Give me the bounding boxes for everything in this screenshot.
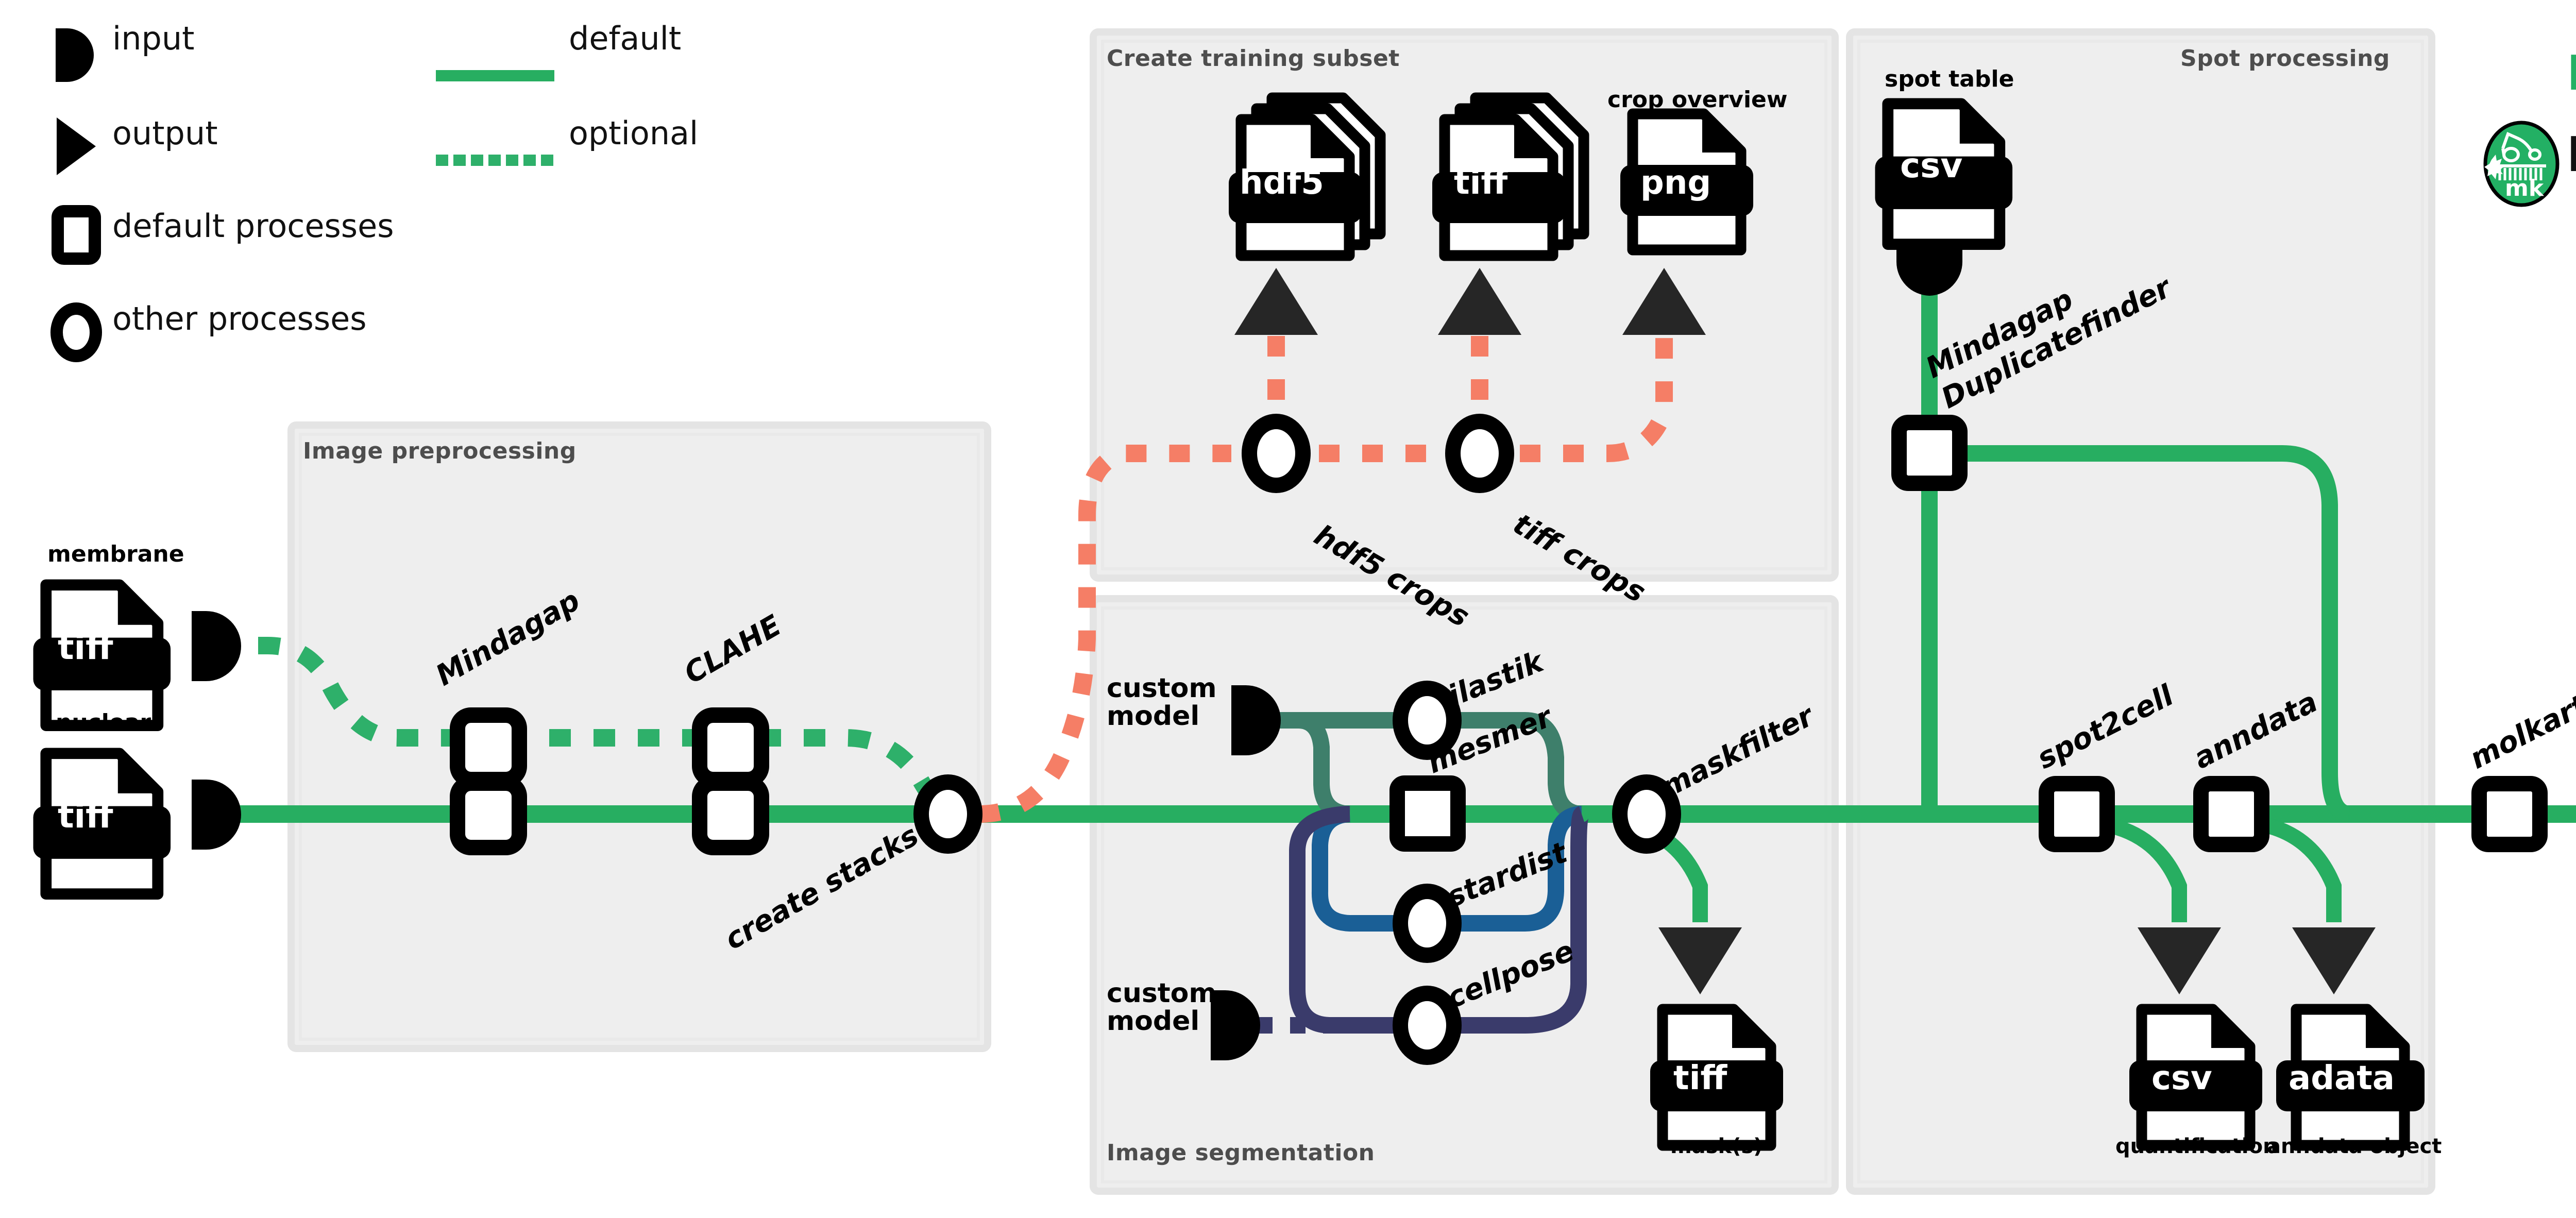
node-clahe[interactable] [692,707,769,855]
custom-model2-line1: custom [1107,978,1217,1009]
default-process-square-icon [52,205,101,265]
panel-title-image-segmentation: Image segmentation [1107,1140,1375,1166]
node-hdf5-crops[interactable] [1242,414,1311,493]
file-ext-spot-table: csv [1900,146,1963,185]
node-spot2cell[interactable] [2039,776,2115,852]
file-icon-quantification-csv [2129,1004,2262,1151]
panel-title-create-training-subset: Create training subset [1107,45,1400,72]
output-arrowheads [1234,268,2376,994]
solid-line-icon [436,70,554,81]
file-ext-quantification: csv [2151,1059,2212,1097]
input-marker-icon [56,28,94,82]
legend-label-output: output [112,114,218,152]
input-caption-spot-table: spot table [1885,66,2014,92]
file-icon-anndata-adata [2276,1004,2425,1151]
logo-badge-text: mk [2505,175,2544,201]
edge-spot-processing [1921,283,2351,822]
legend-label-other-processes: other processes [112,300,367,337]
panel-title-spot-processing: Spot processing [2180,45,2390,72]
output-arrow-icon [57,117,96,175]
file-ext-tiff-crops: tiff [1454,164,1508,202]
legend-label-default-processes: default processes [112,207,394,245]
custom-model-line1: custom [1107,673,1217,704]
node-mindagap[interactable] [450,707,527,855]
legend-label-input: input [112,20,195,57]
input-caption-membrane: membrane [47,541,184,567]
file-icon-crop-overview-png [1620,108,1753,256]
node-ilastik[interactable] [1393,681,1462,760]
edge-cellpose [1257,806,1589,1034]
output-caption-mask: mask(s) [1670,1135,1763,1158]
input-markers [192,247,1962,1060]
node-mindagap-duplicatefinder[interactable] [1891,415,1968,491]
file-ext-anndata: adata [2289,1059,2395,1097]
input-caption-custom-model-ilastik: custom model [1107,673,1217,732]
node-maskfilter[interactable] [1612,774,1681,854]
other-process-circle-icon [50,302,102,362]
edge-anndata-output [2260,817,2342,922]
file-ext-nuclear: tiff [58,796,113,836]
node-mesmer[interactable] [1389,775,1466,852]
dotted-line-icon [436,155,553,166]
legend-label-optional-line: optional [569,114,699,152]
file-ext-mask: tiff [1673,1059,1727,1097]
file-icon-tiff-stack [1432,92,1589,261]
node-create-stacks[interactable] [913,774,982,854]
output-caption-crop-overview: crop overview [1607,87,1788,113]
logo-pipeline-name: molkart [2566,112,2576,187]
file-icon-spot-table-csv [1875,98,2013,250]
node-anndata[interactable] [2193,776,2269,852]
file-icon-mask-tiff [1650,1004,1783,1151]
file-icon-nuclear-tiff [33,748,171,900]
file-ext-png: png [1640,164,1711,202]
edge-spot2cell-output [2103,817,2187,922]
panel-title-image-preprocessing: Image preprocessing [303,438,577,464]
custom-model2-line2: model [1107,1005,1200,1037]
file-icon-membrane-tiff [33,579,171,731]
node-stardist[interactable] [1393,884,1462,963]
file-ext-membrane: tiff [58,628,113,667]
input-caption-nuclear: nuclear [56,709,151,736]
lawn-mower-badge-icon [2483,121,2560,207]
input-caption-custom-model-cellpose: custom model [1107,978,1217,1037]
edge-membrane-optional [214,637,952,821]
node-tiff-crops[interactable] [1445,414,1514,493]
file-ext-hdf5: hdf5 [1240,164,1324,202]
custom-model-line2: model [1107,700,1200,732]
output-caption-quantification: quantification [2115,1135,2278,1158]
node-cellpose[interactable] [1393,986,1462,1065]
node-molkartqc[interactable] [2471,776,2548,852]
output-caption-anndata-object: anndata object [2267,1135,2442,1158]
legend-label-default-line: default [569,20,682,57]
file-icon-hdf5-stack [1229,92,1386,261]
logo-org-prefix: nf [2566,31,2576,105]
legend-glyphs [50,28,554,362]
